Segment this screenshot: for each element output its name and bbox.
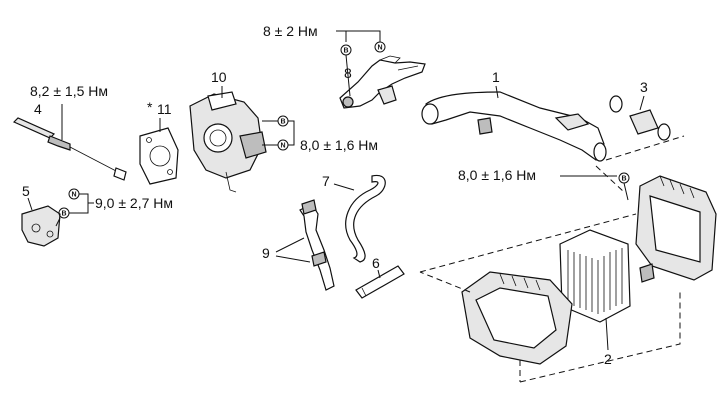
svg-text:B: B	[281, 119, 286, 126]
part-5-number: 5	[22, 183, 30, 199]
part-11-gasket	[139, 127, 179, 185]
svg-text:B: B	[622, 176, 627, 183]
part-7-number: 7	[322, 173, 330, 189]
part-1-number: 1	[492, 69, 500, 85]
part-6-hose	[355, 265, 405, 299]
svg-text:N: N	[281, 143, 286, 150]
part-6-number: 6	[372, 255, 380, 271]
part-10-number: 10	[211, 69, 227, 85]
part-3-connector-with-clamps	[609, 95, 671, 141]
air-cleaner-case-upper	[635, 175, 717, 283]
asterisk-mark: *	[147, 99, 153, 115]
part-11-number: 11	[157, 101, 172, 117]
part-9-number: 9	[262, 245, 270, 261]
torque-label-part-4: 8,2 ± 1,5 Нм	[30, 83, 108, 99]
bolt-marker-part-5: B	[58, 207, 70, 219]
nut-marker-part-10: N	[277, 139, 289, 151]
part-2-number: 2	[604, 351, 612, 367]
part-1-intake-duct	[421, 91, 607, 162]
bolt-marker-part-8: B	[340, 44, 352, 56]
nut-marker-part-5: N	[68, 188, 80, 200]
air-cleaner-case-lower	[461, 271, 573, 365]
part-3-number: 3	[640, 79, 648, 95]
part-4-number: 4	[34, 101, 42, 117]
torque-label-part-5: 9,0 ± 2,7 Нм	[95, 195, 173, 211]
torque-label-part-10: 8,0 ± 1,6 Нм	[300, 137, 378, 153]
torque-label-part-8: 8 ± 2 Нм	[263, 23, 318, 39]
nut-marker-part-8: N	[374, 41, 386, 53]
part-8-bracket	[339, 55, 426, 109]
part-9-hose	[299, 199, 335, 291]
svg-text:B: B	[344, 48, 349, 55]
bolt-marker-part-1: B	[618, 172, 630, 184]
svg-text:B: B	[62, 211, 67, 218]
part-5-bracket	[21, 205, 61, 247]
bolt-marker-part-10: B	[277, 115, 289, 127]
svg-text:N: N	[378, 45, 383, 52]
svg-text:N: N	[72, 192, 77, 199]
torque-label-part-1: 8,0 ± 1,6 Нм	[458, 167, 536, 183]
part-7-hose	[345, 174, 386, 263]
part-4-throttle-cable	[12, 117, 127, 181]
part-10-throttle-body	[189, 91, 267, 193]
